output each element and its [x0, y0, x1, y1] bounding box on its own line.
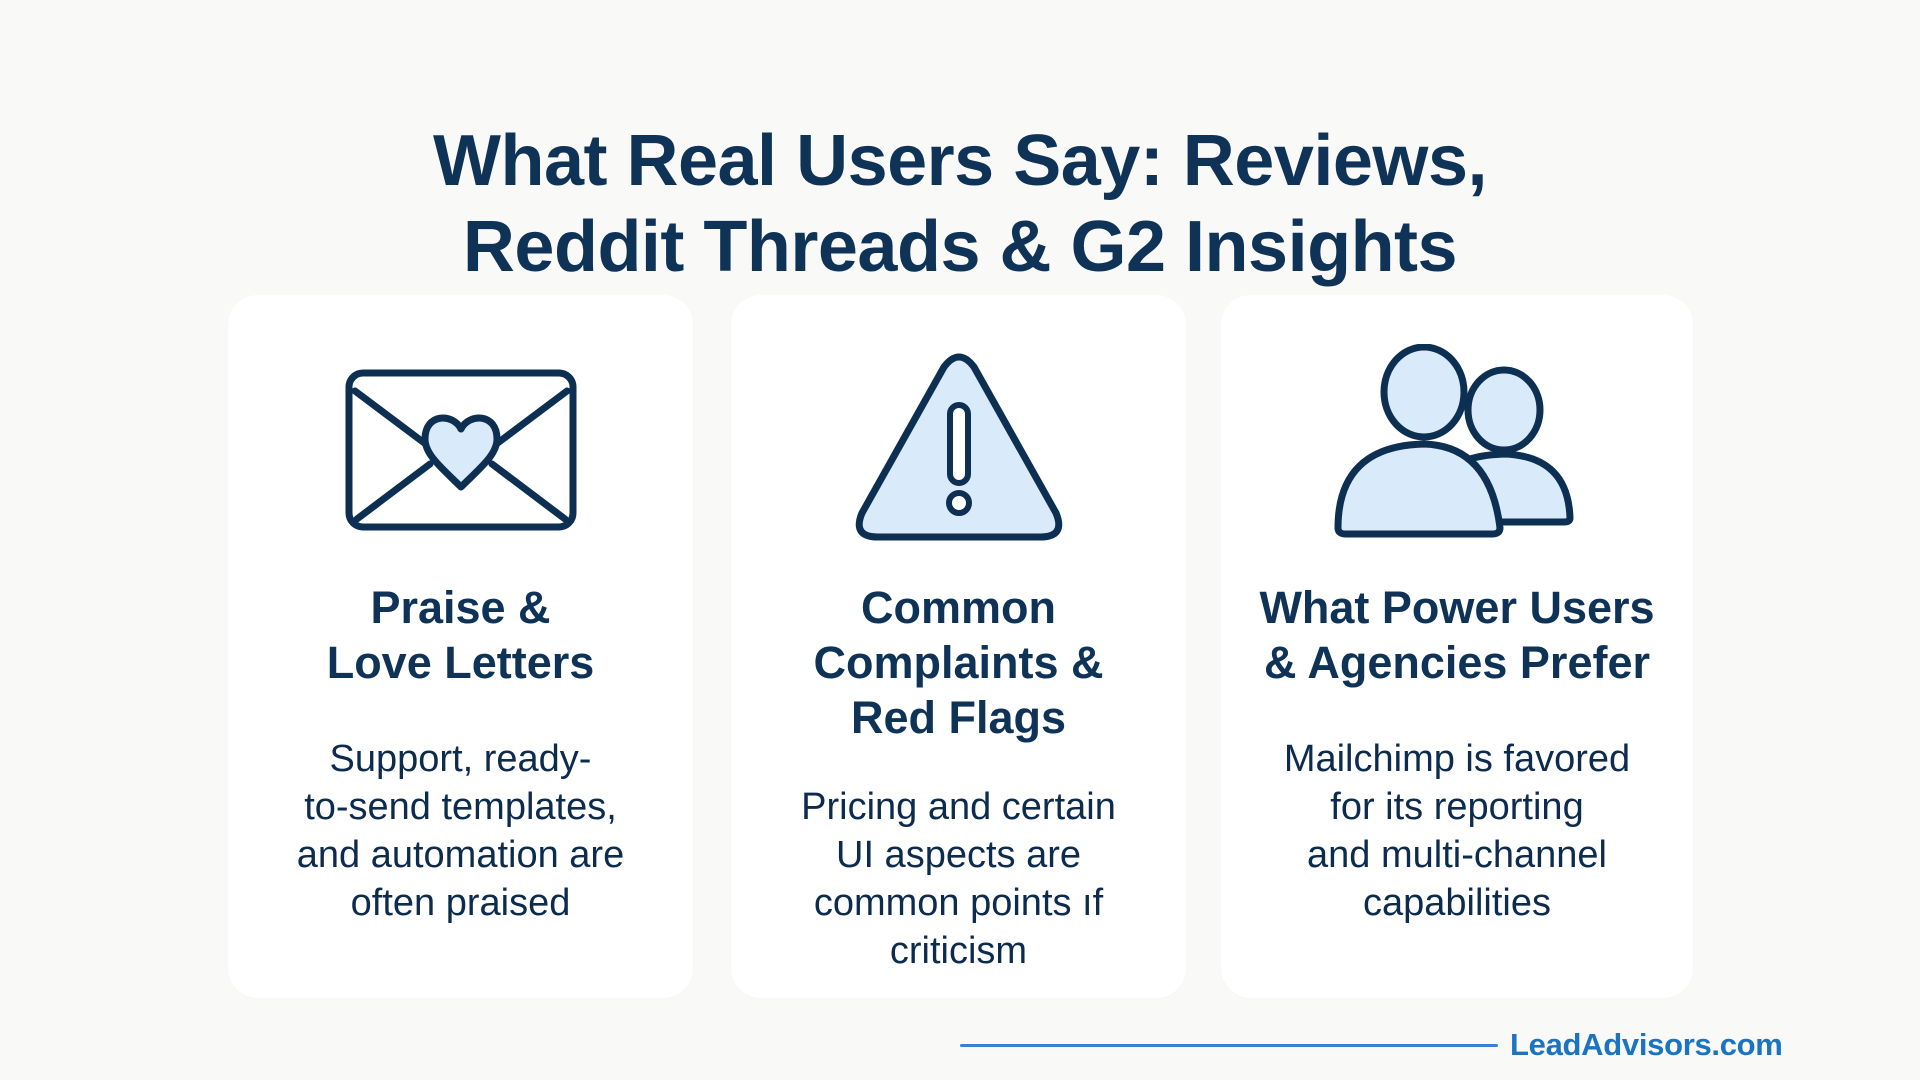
- card-heading: What Power Users & Agencies Prefer: [1259, 582, 1655, 688]
- card-body: Pricing and certain UI aspects are commo…: [801, 786, 1116, 972]
- card-heading: Common Complaints & Red Flags: [813, 582, 1104, 743]
- title-line-2: Reddit Threads & G2 Insights: [462, 207, 1458, 288]
- card-body: Support, ready- to-send templates, and a…: [296, 738, 625, 924]
- card-praise: Praise & Love Letters Support, ready- to…: [228, 295, 693, 998]
- footer-divider: [960, 1044, 1498, 1047]
- brand-link[interactable]: LeadAdvisors.com: [1510, 1027, 1783, 1062]
- warning-triangle-icon: [731, 353, 1186, 543]
- card-heading: Praise & Love Letters: [326, 582, 595, 688]
- users-group-icon: [1221, 344, 1693, 538]
- title-line-1: What Real Users Say: Reviews,: [433, 121, 1487, 202]
- card-complaints: Common Complaints & Red Flags Pricing an…: [731, 295, 1186, 998]
- card-body: Mailchimp is favored for its reporting a…: [1283, 738, 1631, 924]
- card-power-users: What Power Users & Agencies Prefer Mailc…: [1221, 295, 1693, 998]
- page-title: What Real Users Say: Reviews, Reddit Thr…: [0, 118, 1920, 290]
- envelope-heart-icon: [228, 355, 693, 545]
